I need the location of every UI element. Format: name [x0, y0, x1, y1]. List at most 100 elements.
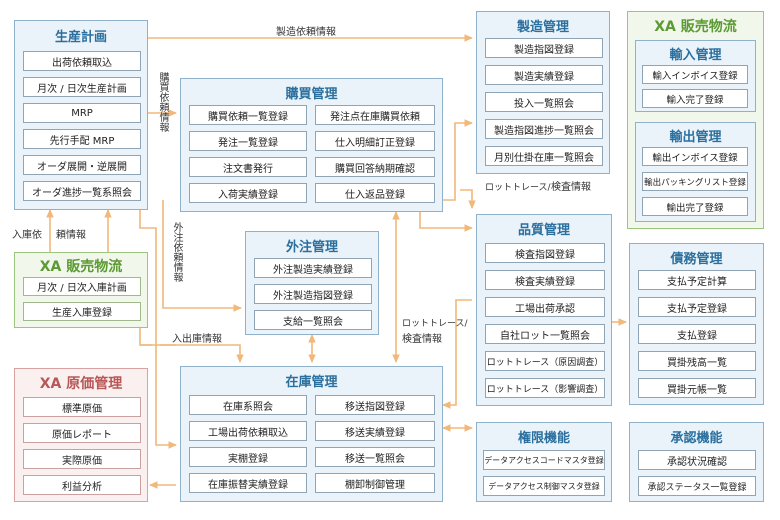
shonin-kino-title: 承認機能 [670, 431, 723, 446]
zaiko-item[interactable]: 移送実績登録 [315, 421, 435, 441]
hinshitsu-kanri-title: 品質管理 [517, 223, 570, 238]
label-lot-kensa-a: ロットトレース/ [485, 183, 551, 193]
label-nyuko-irai-a: 入庫依 [12, 230, 42, 241]
flow-kobai-hinshitsu [419, 210, 473, 232]
saimu-item[interactable]: 支払予定登録 [638, 297, 756, 317]
kobai-item[interactable]: 購買回答納期確認 [315, 157, 435, 177]
xa-hanbai-title: XA 販売物流 [654, 19, 737, 35]
label-kobai-irai: 購買依頼情報 [157, 72, 168, 132]
gaichu-item[interactable]: 外注製造指図登録 [254, 284, 372, 304]
flow-kobai-seizo [443, 119, 473, 201]
genka-item[interactable]: 実際原価 [23, 449, 141, 469]
flow-hinshitsu-zaiko [442, 299, 472, 409]
hinshitsu-item[interactable]: 検査指図登録 [485, 243, 605, 263]
flow-seisan-zaiko [139, 210, 177, 449]
xa-genka-panel: XA 原価管理 標準原価 原価レポート 実際原価 利益分析 [14, 368, 148, 502]
seisan-item[interactable]: 先行手配 MRP [23, 129, 141, 149]
xa-genka-title: XA 原価管理 [39, 376, 123, 392]
label-nyushukko: 入出庫情報 [172, 334, 222, 345]
shonin-item[interactable]: 承認状況確認 [638, 450, 756, 470]
hinshitsu-item[interactable]: ロットトレース（原因調査） [485, 351, 605, 371]
seizo-item[interactable]: 製造指図登録 [485, 38, 603, 58]
flow-gaichu-irai [162, 200, 242, 312]
hinshitsu-item[interactable]: 自社ロット一覧照会 [485, 324, 605, 344]
genka-item[interactable]: 標準原価 [23, 397, 141, 417]
yunyu-kanri-title: 輸入管理 [669, 48, 722, 63]
label-lot-kensa2-b: 検査情報 [402, 334, 442, 345]
hinshitsu-item[interactable]: ロットトレース（影響調査） [485, 378, 605, 398]
seizo-item[interactable]: 投入一覧照会 [485, 92, 603, 112]
kengen-item[interactable]: データアクセスコードマスタ登録 [483, 450, 605, 470]
kobai-kanri-title: 購買管理 [285, 87, 338, 102]
shonin-kino-panel: 承認機能 承認状況確認 承認ステータス一覧登録 [629, 422, 764, 502]
zaiko-item[interactable]: 在庫系照会 [189, 395, 307, 415]
seisan-item[interactable]: オーダ進捗一覧系照会 [23, 181, 141, 201]
seizo-item[interactable]: 月別仕掛在庫一覧照会 [485, 146, 603, 166]
label-nyuko-irai-b: 頼情報 [56, 230, 86, 241]
yushutsu-kanri-title: 輸出管理 [669, 130, 722, 145]
zaiko-item[interactable]: 移送一覧照会 [315, 447, 435, 467]
seizo-kanri-title: 製造管理 [516, 20, 569, 35]
kobai-item[interactable]: 仕入明細訂正登録 [315, 131, 435, 151]
hinshitsu-item[interactable]: 工場出荷承認 [485, 297, 605, 317]
zaiko-item[interactable]: 実棚登録 [189, 447, 307, 467]
gaichu-item[interactable]: 支給一覧照会 [254, 310, 372, 330]
label-gaichu-irai: 外注依頼情報 [171, 222, 182, 282]
kengen-kino-panel: 権限機能 データアクセスコードマスタ登録 データアクセス制御マスタ登録 [476, 422, 612, 502]
xa-butsuryu-item[interactable]: 月次 / 日次入庫計画 [23, 277, 141, 296]
saimu-kanri-title: 債務管理 [670, 252, 723, 267]
saimu-item[interactable]: 買掛残高一覧 [638, 351, 756, 371]
shonin-item[interactable]: 承認ステータス一覧登録 [638, 476, 756, 496]
label-lot-kensa-b: 検査情報 [551, 182, 591, 193]
yunyu-item[interactable]: 輸入インボイス登録 [642, 65, 748, 84]
saimu-item[interactable]: 買掛元帳一覧 [638, 378, 756, 398]
gaichu-kanri-panel: 外注管理 外注製造実績登録 外注製造指図登録 支給一覧照会 [245, 231, 379, 335]
flow-nyushukko [139, 328, 176, 346]
kobai-item[interactable]: 注文書発行 [189, 157, 307, 177]
label-lot-kensa2-a: ロットトレース/ [402, 319, 468, 329]
seisan-keikaku-panel: 生産計画 出荷依頼取込 月次 / 日次生産計画 MRP 先行手配 MRP オーダ… [14, 20, 148, 210]
kobai-item[interactable]: 入荷実績登録 [189, 183, 307, 203]
zaiko-item[interactable]: 工場出荷依頼取込 [189, 421, 307, 441]
seizo-item[interactable]: 製造指図進捗一覧照会 [485, 119, 603, 139]
kobai-item[interactable]: 仕入返品登録 [315, 183, 435, 203]
xa-butsuryu-panel: XA 販売物流 月次 / 日次入庫計画 生産入庫登録 [14, 252, 148, 328]
hinshitsu-kanri-panel: 品質管理 検査指図登録 検査実績登録 工場出荷承認 自社ロット一覧照会 ロットト… [476, 214, 612, 406]
flow-seizo-hinshitsu [460, 189, 476, 209]
seisan-item[interactable]: 出荷依頼取込 [23, 51, 141, 71]
seizo-item[interactable]: 製造実績登録 [485, 65, 603, 85]
hinshitsu-item[interactable]: 検査実績登録 [485, 270, 605, 290]
genka-item[interactable]: 利益分析 [23, 475, 141, 495]
kobai-item[interactable]: 購買依頼一覧登録 [189, 105, 307, 125]
yunyu-item[interactable]: 輸入完了登録 [642, 89, 748, 108]
kengen-item[interactable]: データアクセス制御マスタ登録 [483, 476, 605, 496]
seisan-item[interactable]: オーダ展開・逆展開 [23, 155, 141, 175]
kobai-kanri-panel: 購買管理 購買依頼一覧登録 発注一覧登録 注文書発行 入荷実績登録 発注点在庫購… [180, 78, 443, 212]
saimu-item[interactable]: 支払登録 [638, 324, 756, 344]
yushutsu-item[interactable]: 輸出パッキングリスト登録 [642, 172, 748, 191]
gaichu-item[interactable]: 外注製造実績登録 [254, 258, 372, 278]
zaiko-item[interactable]: 在庫振替実績登録 [189, 473, 307, 493]
yushutsu-item[interactable]: 輸出インボイス登録 [642, 147, 748, 166]
label-seizo-irai: 製造依頼情報 [276, 27, 336, 38]
zaiko-kanri-panel: 在庫管理 在庫系照会 工場出荷依頼取込 実棚登録 在庫振替実績登録 移送指図登録… [180, 366, 443, 502]
zaiko-item[interactable]: 棚卸制御管理 [315, 473, 435, 493]
genka-item[interactable]: 原価レポート [23, 423, 141, 443]
kobai-item[interactable]: 発注一覧登録 [189, 131, 307, 151]
seisan-item[interactable]: 月次 / 日次生産計画 [23, 77, 141, 97]
yushutsu-item[interactable]: 輸出完了登録 [642, 197, 748, 216]
seisan-keikaku-title: 生産計画 [54, 30, 107, 45]
xa-butsuryu-title: XA 販売物流 [39, 259, 123, 275]
xa-butsuryu-item[interactable]: 生産入庫登録 [23, 302, 141, 321]
yushutsu-kanri-panel: 輸出管理 輸出インボイス登録 輸出パッキングリスト登録 輸出完了登録 [635, 122, 756, 222]
saimu-kanri-panel: 債務管理 支払予定計算 支払予定登録 支払登録 買掛残高一覧 買掛元帳一覧 [629, 243, 764, 405]
kobai-item[interactable]: 発注点在庫購買依頼 [315, 105, 435, 125]
yunyu-kanri-panel: 輸入管理 輸入インボイス登録 輸入完了登録 [635, 40, 756, 112]
seizo-kanri-panel: 製造管理 製造指図登録 製造実績登録 投入一覧照会 製造指図進捗一覧照会 月別仕… [476, 11, 610, 174]
zaiko-item[interactable]: 移送指図登録 [315, 395, 435, 415]
gaichu-kanri-title: 外注管理 [285, 240, 338, 255]
seisan-item[interactable]: MRP [23, 103, 141, 123]
zaiko-kanri-title: 在庫管理 [285, 375, 338, 390]
saimu-item[interactable]: 支払予定計算 [638, 270, 756, 290]
